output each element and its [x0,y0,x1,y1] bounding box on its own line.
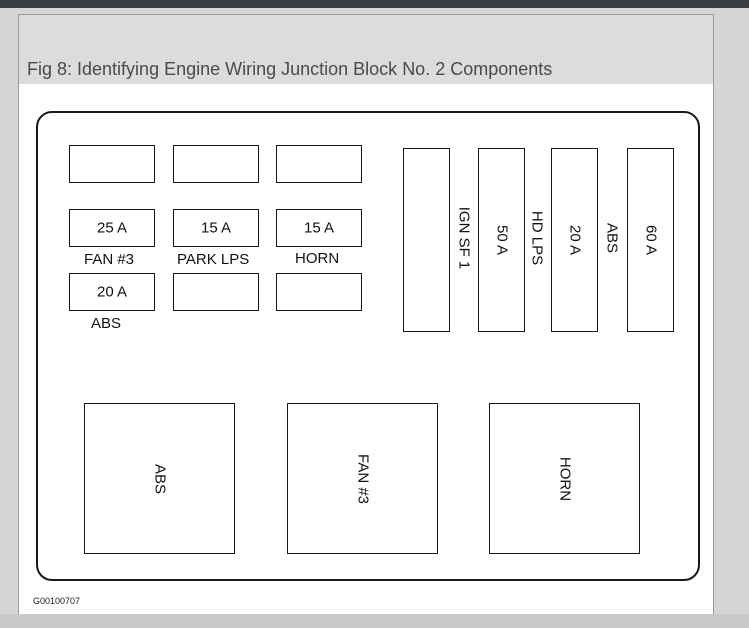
fuse-fan3-value: 25 A [96,219,128,237]
fuse-60a-value: 60 A [642,224,659,256]
fuse-fan3: 25 A [69,209,155,247]
fuse-ign-sf1 [403,148,450,332]
fuse-horn-label: HORN [295,250,340,267]
empty-fuse-slot [69,145,155,183]
empty-fuse-slot [276,273,362,311]
relay-fan3-label: FAN #3 [354,453,371,504]
fuse-60a: 60 A [627,148,674,332]
figure-code: G00100707 [33,596,81,606]
fuse-abs: 20 A [69,273,155,311]
fuse-abs-maxi: 20 A [551,148,598,332]
junction-block-outline: 25 A FAN #3 15 A PARK LPS 15 A HORN 20 A… [36,111,700,581]
fuse-park-lps-value: 15 A [200,219,232,237]
empty-fuse-slot [173,145,259,183]
fuse-horn-value: 15 A [303,219,335,237]
figure-panel: Fig 8: Identifying Engine Wiring Junctio… [18,14,714,616]
fuse-hd-lps: 50 A [478,148,525,332]
window-top-bar [0,0,749,8]
fuse-fan3-label: FAN #3 [84,251,135,268]
fuse-abs-value: 20 A [96,283,128,301]
fuse-horn: 15 A [276,209,362,247]
relay-horn-label: HORN [556,456,573,501]
fuse-hd-lps-value: 50 A [493,224,510,256]
fuse-abs-maxi-value: 20 A [566,224,583,256]
relay-abs: ABS [84,403,235,554]
relay-fan3: FAN #3 [287,403,438,554]
relay-horn: HORN [489,403,640,554]
fuse-hd-lps-label: HD LPS [528,210,546,266]
fuse-park-lps-label: PARK LPS [177,251,250,268]
empty-fuse-slot [276,145,362,183]
figure-caption: Fig 8: Identifying Engine Wiring Junctio… [19,15,713,84]
relay-abs-label: ABS [151,463,168,494]
fuse-abs-maxi-label: ABS [603,222,621,254]
fuse-park-lps: 15 A [173,209,259,247]
fuse-ign-sf1-label: IGN SF 1 [455,206,473,270]
window-bottom-bar [0,614,749,628]
empty-fuse-slot [173,273,259,311]
fuse-abs-label: ABS [91,315,122,332]
